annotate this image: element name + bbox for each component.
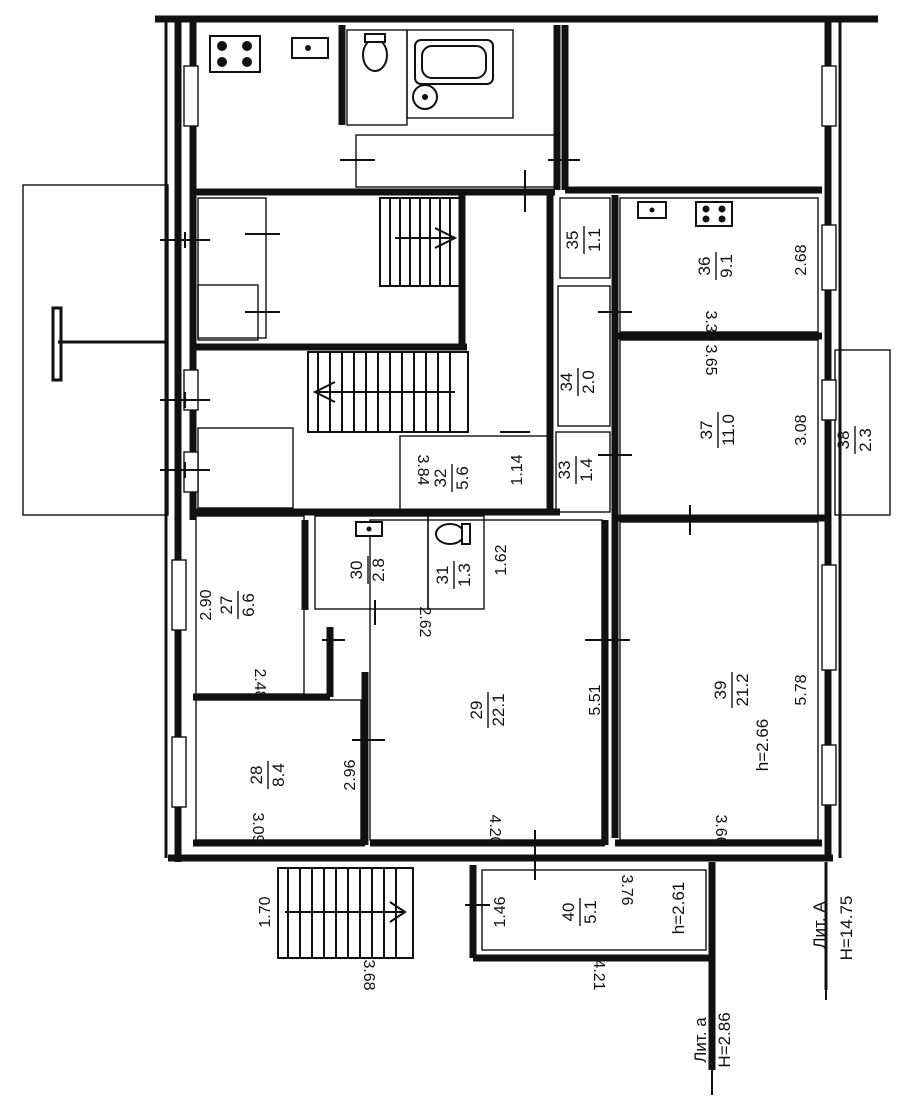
height-39: h=2.66 bbox=[753, 719, 772, 771]
room-29-label: 29 22.1 bbox=[467, 692, 508, 728]
room-38-label: 38 2.3 bbox=[834, 426, 875, 454]
room-36-label: 36 9.1 bbox=[695, 252, 736, 280]
dim-1-62: 1.62 bbox=[493, 544, 510, 575]
room-40-label: 40 5.1 bbox=[559, 898, 600, 926]
h-upper-label: H=14.75 bbox=[837, 896, 856, 961]
svg-text:21.2: 21.2 bbox=[733, 673, 752, 706]
room-30-label: 30 2.8 bbox=[347, 556, 388, 584]
stove-icon-36 bbox=[695, 201, 733, 227]
dim-3-66: 3.66 bbox=[712, 814, 729, 845]
dim-5-51: 5.51 bbox=[587, 684, 604, 715]
svg-text:22.1: 22.1 bbox=[489, 693, 508, 726]
lit-a-lower-label: Лит. а bbox=[691, 1017, 710, 1063]
svg-text:2.8: 2.8 bbox=[369, 558, 388, 582]
svg-text:40: 40 bbox=[559, 903, 578, 922]
svg-text:38: 38 bbox=[834, 431, 853, 450]
svg-text:30: 30 bbox=[347, 561, 366, 580]
dim-1-70: 1.70 bbox=[257, 896, 274, 927]
svg-text:35: 35 bbox=[563, 231, 582, 250]
h-lower-label: H=2.86 bbox=[715, 1012, 734, 1067]
dim-3-39: 3.39 bbox=[702, 310, 719, 341]
svg-text:5.1: 5.1 bbox=[581, 900, 600, 924]
annex-40 bbox=[469, 862, 828, 1070]
dim-2-62: 2.62 bbox=[416, 606, 433, 637]
room-37-label: 37 11.0 bbox=[697, 412, 738, 448]
room-32-label: 32 5.6 bbox=[431, 464, 472, 492]
dim-5-78: 5.78 bbox=[793, 674, 810, 705]
svg-text:28: 28 bbox=[247, 766, 266, 785]
staircases bbox=[277, 197, 469, 959]
fixtures bbox=[209, 33, 733, 545]
svg-text:1.1: 1.1 bbox=[585, 228, 604, 252]
dim-3-76: 3.76 bbox=[618, 874, 635, 905]
toilet-icon-31 bbox=[435, 523, 471, 545]
room-31-label: 31 1.3 bbox=[433, 561, 474, 589]
room-28-label: 28 8.4 bbox=[247, 761, 288, 789]
svg-text:2.3: 2.3 bbox=[856, 428, 875, 452]
svg-text:32: 32 bbox=[431, 469, 450, 488]
svg-text:33: 33 bbox=[555, 461, 574, 480]
dim-2-90: 2.90 bbox=[198, 589, 215, 620]
room-33-label: 33 1.4 bbox=[555, 456, 596, 484]
internal-walls bbox=[193, 25, 891, 847]
washbasin-icon bbox=[412, 84, 438, 110]
dim-4-21: 4.21 bbox=[590, 959, 607, 990]
dim-2-96: 2.96 bbox=[342, 759, 359, 790]
svg-text:8.4: 8.4 bbox=[269, 763, 288, 787]
sink-icon-30 bbox=[355, 521, 383, 537]
left-balcony bbox=[22, 184, 169, 516]
dim-1-14: 1.14 bbox=[509, 454, 526, 485]
dim-4-20: 4.20 bbox=[486, 814, 503, 845]
sink-icon-36 bbox=[637, 201, 667, 219]
svg-text:29: 29 bbox=[467, 701, 486, 720]
svg-text:39: 39 bbox=[711, 681, 730, 700]
height-notes: h=2.66 h=2.61 bbox=[669, 719, 772, 934]
room-39-label: 39 21.2 bbox=[711, 672, 752, 708]
dimension-labels: 2.90 2.48 2.96 3.09 2.62 1.62 4.20 5.51 … bbox=[198, 244, 810, 990]
svg-text:34: 34 bbox=[557, 373, 576, 392]
dim-2-48: 2.48 bbox=[251, 668, 268, 699]
svg-text:2.0: 2.0 bbox=[579, 370, 598, 394]
svg-text:5.6: 5.6 bbox=[453, 466, 472, 490]
dim-3-65: 3.65 bbox=[702, 344, 719, 375]
literal-labels: Лит. а H=2.86 Лит. А H=14.75 bbox=[691, 896, 856, 1095]
svg-text:1.4: 1.4 bbox=[577, 458, 596, 482]
lit-a-upper-label: Лит. А bbox=[810, 901, 829, 949]
room-27-label: 27 6.6 bbox=[217, 591, 258, 619]
svg-text:11.0: 11.0 bbox=[719, 414, 738, 446]
dim-3-09: 3.09 bbox=[249, 812, 266, 843]
svg-text:6.6: 6.6 bbox=[239, 593, 258, 617]
dim-1-46: 1.46 bbox=[492, 896, 509, 927]
room-34-label: 34 2.0 bbox=[557, 368, 598, 396]
bathtub-icon bbox=[414, 39, 494, 85]
room-labels: 27 6.6 28 8.4 29 22.1 30 2.8 31 1.3 32 5… bbox=[217, 226, 875, 926]
svg-text:31: 31 bbox=[433, 566, 452, 585]
dim-3-68: 3.68 bbox=[360, 959, 377, 990]
dim-3-08: 3.08 bbox=[793, 414, 810, 445]
toilet-icon bbox=[362, 33, 388, 72]
door-marks bbox=[160, 159, 691, 906]
svg-text:27: 27 bbox=[217, 596, 236, 615]
dim-3-84: 3.84 bbox=[414, 454, 431, 485]
stove-icon bbox=[209, 35, 261, 73]
dim-2-68: 2.68 bbox=[793, 244, 810, 275]
room-35-label: 35 1.1 bbox=[563, 226, 604, 254]
svg-text:9.1: 9.1 bbox=[717, 254, 736, 278]
windows bbox=[171, 65, 837, 808]
svg-text:36: 36 bbox=[695, 257, 714, 276]
svg-text:1.3: 1.3 bbox=[455, 563, 474, 587]
svg-text:37: 37 bbox=[697, 421, 716, 440]
sink-icon bbox=[291, 37, 329, 59]
height-40: h=2.61 bbox=[669, 882, 688, 934]
